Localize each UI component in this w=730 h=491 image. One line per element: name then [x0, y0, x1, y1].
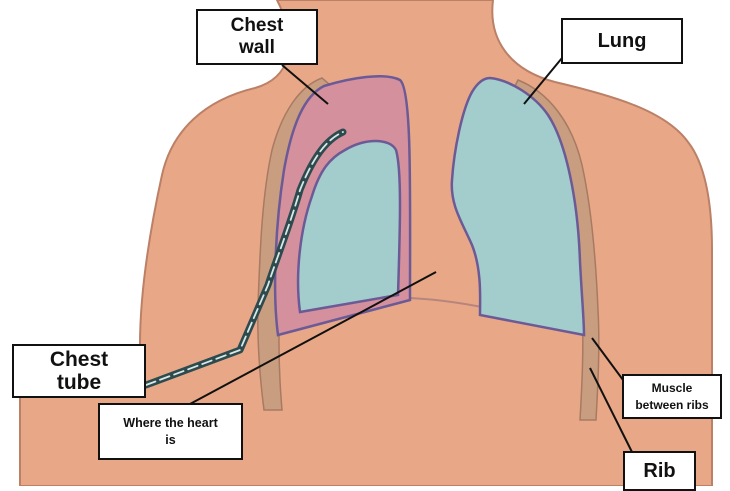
chest-tube-label: Chest tube	[12, 344, 146, 398]
muscle-between-ribs-label: Muscle between ribs	[622, 374, 722, 419]
chest-wall-label: Chest wall	[196, 9, 318, 65]
lung-label: Lung	[561, 18, 683, 64]
heart-location-label: Where the heart is	[98, 403, 243, 460]
rib-label: Rib	[623, 451, 696, 491]
